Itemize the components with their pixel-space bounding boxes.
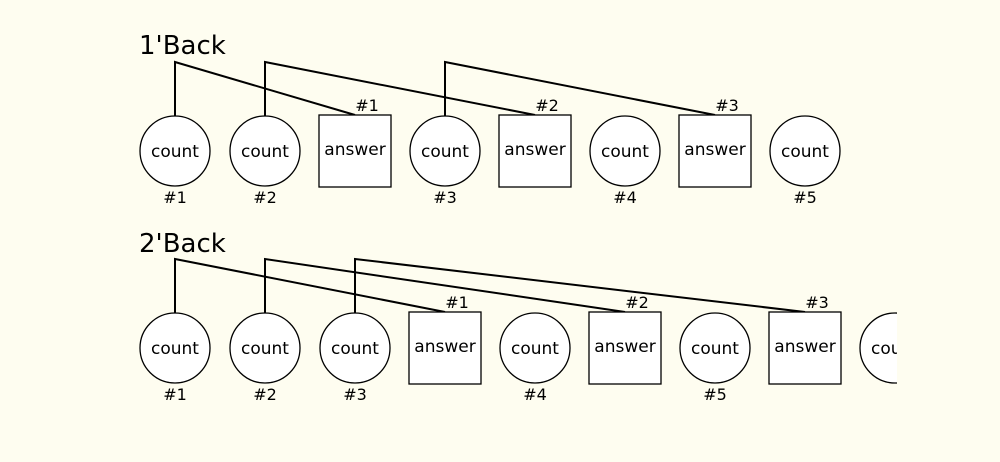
count-node <box>679 312 751 384</box>
link-line <box>444 60 716 116</box>
count-node <box>499 312 571 384</box>
count-node <box>139 312 211 384</box>
answer-label: answer <box>684 140 745 160</box>
count-label: count <box>331 339 379 359</box>
answer-number: #3 <box>805 293 829 312</box>
count-label: count <box>601 142 649 162</box>
count-node <box>229 312 301 384</box>
count-label: count <box>691 339 739 359</box>
answer-number: #2 <box>535 96 559 115</box>
count-number: #5 <box>703 385 727 404</box>
answer-label: answer <box>594 337 655 357</box>
answer-node <box>588 311 662 385</box>
count-label: count <box>241 142 289 162</box>
count-label: count <box>421 142 469 162</box>
link-line <box>264 257 626 313</box>
count-number: #2 <box>253 188 277 207</box>
count-number: #4 <box>523 385 547 404</box>
count-label: count <box>151 339 199 359</box>
answer-label: answer <box>774 337 835 357</box>
count-number: #3 <box>433 188 457 207</box>
answer-node <box>768 311 842 385</box>
count-number: #1 <box>163 385 187 404</box>
answer-label: answer <box>324 140 385 160</box>
answer-node <box>408 311 482 385</box>
link-line <box>174 257 446 313</box>
answer-label: answer <box>414 337 475 357</box>
link-line <box>174 60 356 116</box>
count-number: #2 <box>253 385 277 404</box>
count-number: #3 <box>343 385 367 404</box>
count-label: count <box>151 142 199 162</box>
count-node <box>859 312 897 384</box>
section-2back: count #1 count #2 count #3 answer #1 count #4 answ… <box>139 257 919 404</box>
answer-node <box>498 114 572 188</box>
count-node <box>229 115 301 187</box>
answer-node <box>678 114 752 188</box>
section-1back: count #1 count #2 answer #1 count #3 answer #2 cou… <box>139 60 841 207</box>
count-number: #5 <box>793 188 817 207</box>
count-label: count <box>241 339 289 359</box>
count-label: count <box>781 142 829 162</box>
count-label: count <box>871 339 919 359</box>
count-node <box>319 312 391 384</box>
answer-number: #1 <box>355 96 379 115</box>
count-label: count <box>511 339 559 359</box>
answer-number: #3 <box>715 96 739 115</box>
count-node <box>409 115 481 187</box>
answer-number: #1 <box>445 293 469 312</box>
count-node <box>769 115 841 187</box>
link-line <box>354 257 806 313</box>
count-node <box>589 115 661 187</box>
answer-node <box>318 114 392 188</box>
answer-number: #2 <box>625 293 649 312</box>
count-number: #1 <box>163 188 187 207</box>
section-title-2back: 2'Back <box>139 229 226 259</box>
link-line <box>264 60 536 116</box>
count-number: #4 <box>613 188 637 207</box>
section-title-1back: 1'Back <box>139 31 226 61</box>
count-node <box>139 115 211 187</box>
answer-label: answer <box>504 140 565 160</box>
